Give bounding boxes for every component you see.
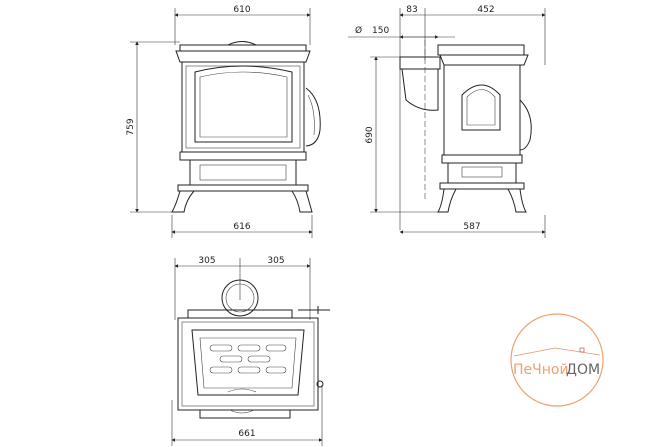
dim-flue-diameter: 150 (372, 26, 389, 36)
logo-text-part1: ПеЧной (513, 362, 569, 378)
side-view: 83 452 Ø 150 690 587 (348, 5, 546, 238)
dim-top-width-total: 661 (238, 429, 255, 439)
dim-side-depth-bottom: 587 (463, 222, 480, 232)
dim-flue-offset: 83 (406, 5, 417, 15)
dim-flue-height: 690 (365, 126, 375, 143)
pechnoy-dom-logo: ПеЧной ДОМ (510, 313, 604, 407)
dim-top-half-left: 305 (198, 256, 215, 266)
dim-front-width-bottom: 616 (233, 222, 250, 232)
diameter-symbol: Ø (355, 25, 362, 36)
front-view: 610 759 616 (126, 5, 321, 238)
dim-side-depth-top: 452 (477, 5, 494, 15)
dim-top-half-right: 305 (267, 256, 284, 266)
logo-text-part2: ДОМ (566, 362, 600, 378)
dim-front-height: 759 (126, 118, 136, 135)
top-view: 305 305 661 (171, 256, 330, 446)
dim-front-width-top: 610 (233, 5, 250, 15)
